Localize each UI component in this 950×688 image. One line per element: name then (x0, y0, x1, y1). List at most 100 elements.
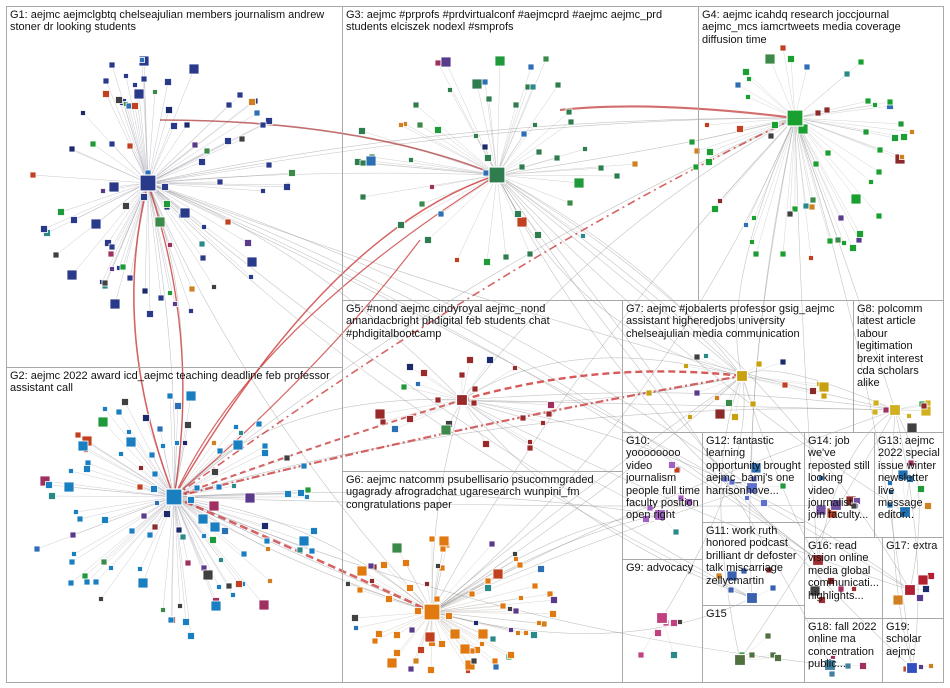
edge-g4 (794, 104, 876, 119)
edge-g10 (659, 469, 678, 516)
node-g17 (917, 574, 929, 586)
node-g6 (484, 577, 492, 585)
edge-g3 (488, 98, 498, 176)
edge-g6 (431, 610, 517, 613)
node-g6 (435, 563, 441, 569)
node-g7 (820, 392, 828, 400)
node-g3 (520, 130, 528, 138)
edge-g2 (84, 496, 175, 577)
hub-node-g3 (488, 166, 506, 184)
node-g1 (52, 251, 60, 259)
edge-g5 (461, 359, 471, 401)
node-g2 (233, 424, 239, 430)
node-g17 (916, 594, 924, 602)
node-g10 (685, 498, 693, 506)
node-g1 (167, 242, 173, 248)
edge-cross-group (736, 117, 796, 377)
edge-g3 (362, 162, 498, 176)
group-label-g5: G5: #nond aejmc cindyroyal aejmc_nond am… (346, 303, 553, 340)
edge-g2 (139, 496, 175, 570)
node-g3 (447, 87, 453, 93)
group-label-g13: G13: aejmc 2022 special issue winter new… (878, 435, 940, 522)
edge-g4 (769, 58, 796, 119)
edge-g2 (173, 457, 288, 498)
node-g14 (818, 475, 824, 481)
node-g7 (683, 363, 689, 369)
node-g2 (310, 527, 318, 535)
group-label-g7: G7: aejmc #jobalerts professor gsig_aejm… (626, 303, 838, 340)
node-g2 (151, 523, 159, 531)
node-g2 (71, 551, 77, 557)
edge-g2 (70, 496, 175, 584)
node-g11 (727, 586, 735, 594)
edge-g6 (431, 585, 536, 613)
node-g15 (748, 651, 756, 659)
node-g4 (856, 230, 864, 238)
edge-g3 (419, 124, 498, 176)
edge-g3 (496, 157, 558, 176)
node-g2 (118, 451, 124, 457)
node-g3 (408, 157, 414, 163)
edge-g1 (144, 182, 149, 292)
node-g2 (185, 390, 197, 402)
node-g6 (550, 596, 558, 604)
edge-inter-group (173, 174, 498, 498)
group-label-g8: G8: polcomm latest article labour legiti… (857, 303, 927, 390)
group-box-g16: G16: read vision online media global com… (804, 537, 883, 619)
hub-node-g12 (745, 481, 759, 495)
edge-g4 (794, 117, 860, 241)
node-g6 (492, 568, 504, 580)
group-box-g8: G8: polcomm latest article labour legiti… (853, 300, 944, 433)
edge-g4 (794, 117, 905, 138)
node-g1 (216, 178, 224, 186)
node-g3 (534, 231, 542, 239)
node-g1 (253, 109, 261, 117)
node-g1 (188, 285, 196, 293)
node-g5 (519, 414, 527, 422)
node-g6 (488, 540, 496, 548)
node-g4 (751, 215, 757, 221)
edge-inter-group (173, 495, 433, 614)
node-g3 (485, 95, 493, 103)
edge-cross-group (794, 117, 819, 561)
node-g1 (139, 57, 145, 63)
node-g3 (514, 210, 522, 218)
node-g7 (693, 389, 701, 397)
edge-g2 (173, 496, 217, 607)
node-g1 (133, 88, 145, 100)
node-g2 (73, 509, 79, 515)
edge-g2 (104, 408, 175, 498)
node-g3 (580, 233, 586, 239)
edge-g2 (73, 496, 175, 555)
edge-g1 (71, 148, 149, 184)
node-g2 (102, 406, 108, 412)
node-g4 (692, 163, 700, 171)
node-g1 (115, 96, 123, 104)
edge-cross-group (147, 117, 796, 184)
hub-node-g19 (905, 661, 919, 675)
node-g2 (138, 465, 144, 471)
node-g6 (424, 631, 436, 643)
edge-g2 (51, 495, 175, 498)
node-g1 (265, 117, 273, 125)
node-g5 (458, 371, 466, 379)
edge-cross-group (461, 399, 911, 591)
edge-cross-group (496, 174, 831, 666)
edge-g2 (173, 496, 217, 602)
edge-cross-group (431, 375, 743, 613)
edge-g1 (147, 112, 258, 184)
node-g4 (808, 203, 816, 211)
node-g1 (108, 140, 116, 148)
node-g7 (645, 389, 653, 397)
node-g12 (760, 499, 768, 507)
node-g2 (284, 490, 292, 498)
node-g2 (263, 537, 271, 545)
edge-cross-group (431, 399, 463, 613)
edge-g4 (794, 117, 861, 235)
node-g4 (826, 237, 834, 245)
hub-node-g7 (735, 369, 749, 383)
node-g3 (631, 160, 639, 168)
node-g6 (424, 581, 430, 587)
node-g2 (83, 578, 91, 586)
edge-g3 (496, 163, 636, 176)
